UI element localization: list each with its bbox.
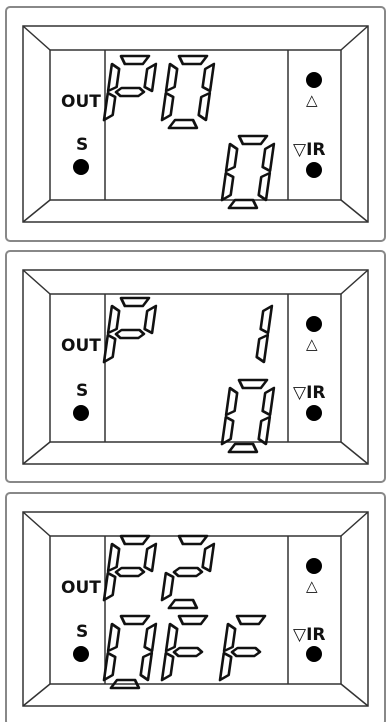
- display-panel-p2: OUT S △ ▽IR: [5, 492, 386, 722]
- s-button-label: S: [76, 624, 88, 641]
- up-button[interactable]: [306, 316, 322, 332]
- display-panel-p1: OUT S △ ▽IR: [5, 250, 386, 483]
- up-arrow-icon: △: [306, 337, 318, 352]
- out-label: OUT: [61, 580, 101, 597]
- s-button[interactable]: [73, 159, 89, 175]
- up-button[interactable]: [306, 558, 322, 574]
- panel-frame: [5, 6, 386, 242]
- out-label: OUT: [61, 94, 101, 111]
- up-button[interactable]: [306, 72, 322, 88]
- display-panel-p0: OUT S △ ▽IR: [5, 6, 386, 242]
- panel-frame: [5, 492, 386, 722]
- up-arrow-icon: △: [306, 93, 318, 108]
- down-button[interactable]: [306, 405, 322, 421]
- up-arrow-icon: △: [306, 579, 318, 594]
- s-button[interactable]: [73, 405, 89, 421]
- out-label: OUT: [61, 338, 101, 355]
- s-button-label: S: [76, 383, 88, 400]
- down-button[interactable]: [306, 646, 322, 662]
- down-ir-label: ▽IR: [293, 385, 326, 402]
- down-ir-label: ▽IR: [293, 142, 326, 159]
- s-button-label: S: [76, 137, 88, 154]
- down-button[interactable]: [306, 162, 322, 178]
- panel-frame: [5, 250, 386, 483]
- down-ir-label: ▽IR: [293, 627, 326, 644]
- s-button[interactable]: [73, 646, 89, 662]
